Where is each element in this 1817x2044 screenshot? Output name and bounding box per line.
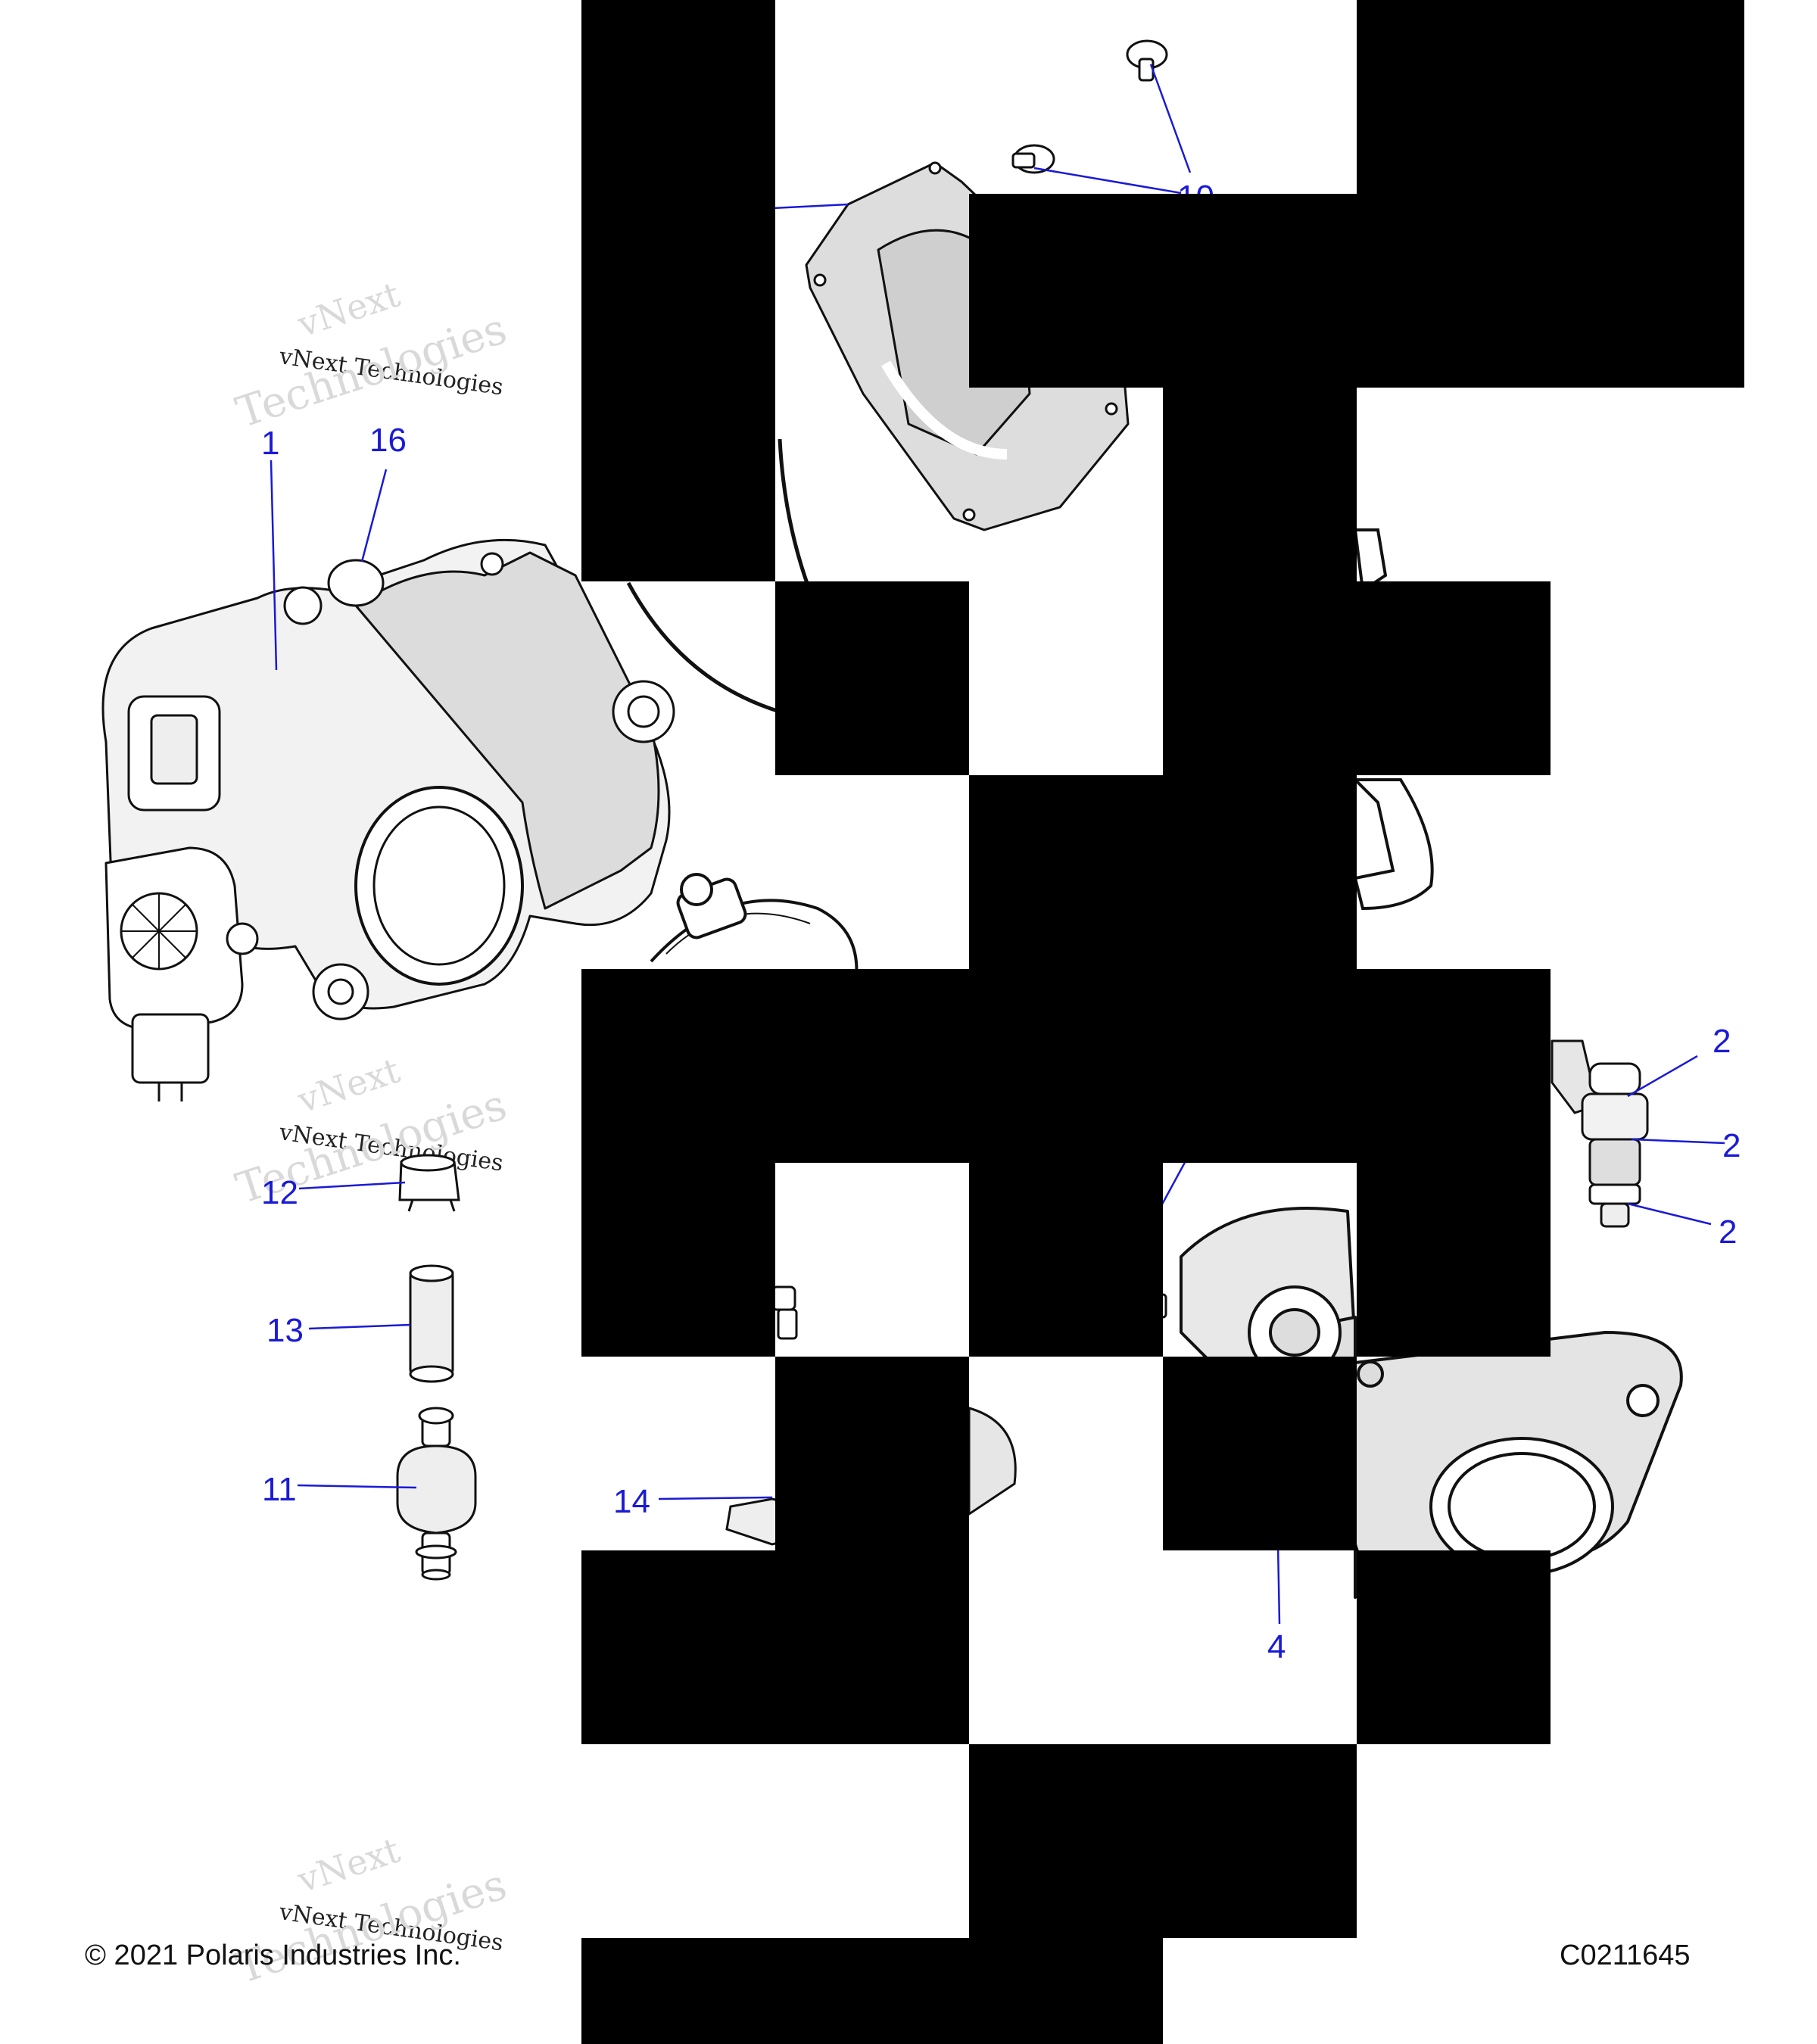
o-ring-seal [626, 581, 781, 714]
redaction-block [1357, 1550, 1551, 1744]
leader-line [297, 1484, 417, 1489]
redaction-block [969, 194, 1744, 388]
leader-line [771, 203, 849, 210]
redaction-block [581, 1550, 969, 1744]
hose-clamp-part [650, 873, 859, 985]
redaction-block [1357, 1163, 1551, 1357]
redaction-block [581, 1163, 775, 1357]
callout-leaders [270, 64, 1725, 1625]
mounting-bracket-part [1351, 528, 1434, 911]
leader-line [270, 460, 278, 671]
redaction-block [775, 1357, 969, 1550]
callout-1: 1 [261, 425, 279, 462]
callout-13: 13 [266, 1312, 304, 1349]
watermark-text: vNext [292, 1829, 405, 1900]
redaction-block [969, 1163, 1163, 1357]
leader-line [1627, 1055, 1698, 1098]
leader-line [1627, 1202, 1712, 1226]
leader-line [1033, 167, 1182, 195]
callout-2-top: 2 [1713, 1023, 1731, 1060]
redaction-block [1163, 388, 1357, 969]
watermark-text: vNext [292, 1049, 405, 1120]
leader-line [1149, 64, 1192, 173]
copyright-notice: © 2021 Polaris Industries Inc. [85, 1940, 461, 1971]
leader-line [308, 1323, 411, 1330]
leader-line [658, 1496, 773, 1500]
callout-labels: 1 16 10 12 13 11 14 4 2 2 2 [261, 179, 1741, 1665]
watermark-top-left: vNext vNext Technologies Technologies [230, 273, 513, 438]
throttle-body-part [101, 538, 675, 1101]
redaction-block [969, 775, 1163, 969]
drawing-number: C0211645 [1560, 1940, 1691, 1971]
redaction-block [1163, 1357, 1357, 1550]
leader-line [360, 469, 388, 562]
redaction-block [581, 0, 775, 581]
screw-part [1011, 39, 1168, 174]
clip-part [398, 1154, 460, 1212]
redaction-block [1357, 581, 1551, 775]
callout-4: 4 [1267, 1628, 1286, 1665]
redaction-block [581, 1938, 1163, 2044]
callout-16: 16 [369, 422, 407, 459]
callout-2-bottom: 2 [1719, 1214, 1737, 1251]
check-valve-part [396, 1407, 477, 1581]
leader-line [1157, 1158, 1189, 1212]
redaction-block [1357, 0, 1744, 194]
leader-line [1276, 1544, 1281, 1625]
callout-12: 12 [261, 1174, 298, 1211]
fuel-injector-part [1551, 1039, 1649, 1228]
leader-line [298, 1181, 406, 1190]
redaction-block [581, 969, 1551, 1163]
callout-2-middle: 2 [1722, 1127, 1741, 1164]
watermark-text: vNext [292, 273, 405, 344]
callout-11: 11 [262, 1471, 297, 1508]
leader-line [1631, 1138, 1725, 1145]
redaction-block [969, 1744, 1357, 1938]
hose-sleeve-part [409, 1264, 454, 1383]
redaction-block [775, 581, 969, 775]
callout-14: 14 [613, 1483, 650, 1520]
redaction-blocks [581, 0, 1744, 2044]
